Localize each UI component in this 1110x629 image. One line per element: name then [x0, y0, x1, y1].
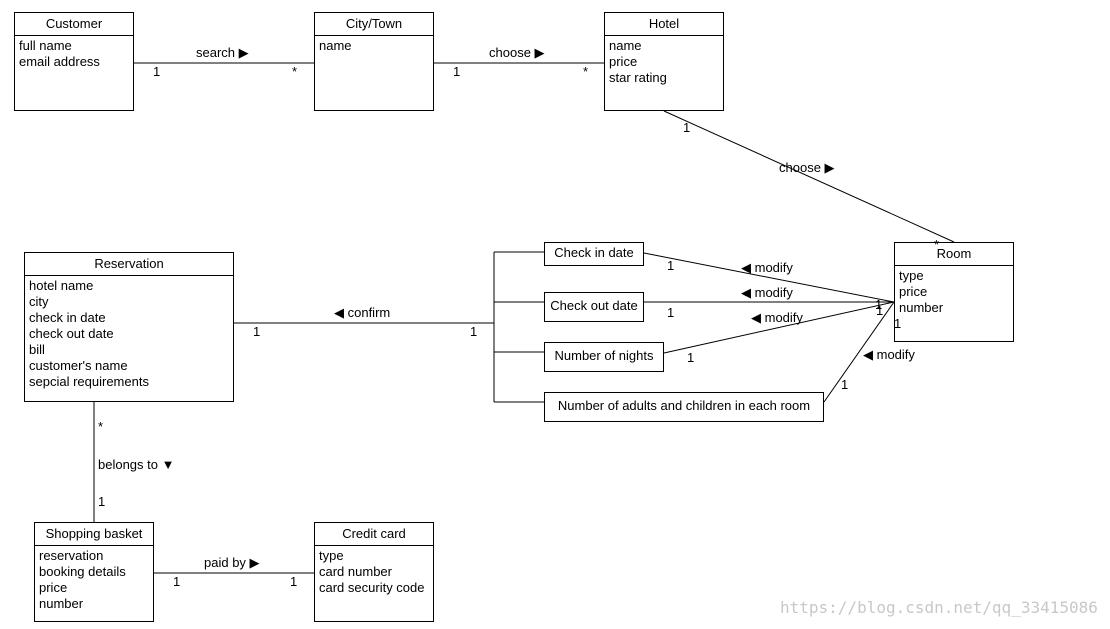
label-modify-check-in: ◀ modify — [741, 260, 793, 275]
attribute: price — [899, 284, 928, 299]
class-attributes: hotel name city check in date check out … — [25, 276, 233, 392]
multiplicity-room-3: 1 — [894, 316, 902, 331]
multiplicity-nights: 1 — [687, 350, 695, 365]
attribute: price — [609, 54, 638, 69]
multiplicity-hotel-room: 1 — [683, 120, 691, 135]
attribute: type — [319, 548, 344, 563]
multiplicity-room-hotel: * — [934, 237, 940, 252]
attribute: number — [39, 596, 84, 611]
attribute: bill — [29, 342, 45, 357]
class-shopping-basket[interactable]: Shopping basket reservation booking deta… — [34, 522, 154, 622]
attribute: hotel name — [29, 278, 94, 293]
box-check-in-date[interactable]: Check in date — [544, 242, 644, 266]
class-title: Shopping basket — [35, 523, 153, 546]
attribute: customer's name — [29, 358, 128, 373]
label-belongs-to: belongs to ▼ — [98, 457, 175, 472]
multiplicity-card: 1 — [290, 574, 298, 589]
multiplicity-customer: 1 — [153, 64, 161, 79]
class-attributes: name price star rating — [605, 36, 723, 88]
attribute: check in date — [29, 310, 106, 325]
label-modify-check-out: ◀ modify — [741, 285, 793, 300]
line-hotel-room — [663, 110, 955, 243]
multiplicity-room-2: 1 — [876, 303, 884, 318]
class-attributes: type card number card security code — [315, 546, 433, 598]
attribute: email address — [19, 54, 100, 69]
attribute: name — [319, 38, 352, 53]
line-adults-room — [823, 301, 895, 403]
class-room[interactable]: Room type price number — [894, 242, 1014, 342]
multiplicity-city-choose: 1 — [453, 64, 461, 79]
multiplicity-hotel: * — [583, 64, 589, 79]
line-checkin-room — [643, 252, 895, 303]
attribute: name — [609, 38, 642, 53]
attribute: reservation — [39, 548, 104, 563]
class-customer[interactable]: Customer full name email address — [14, 12, 134, 111]
multiplicity-check-out: 1 — [667, 305, 675, 320]
box-number-of-nights[interactable]: Number of nights — [544, 342, 664, 372]
attribute: check out date — [29, 326, 114, 341]
multiplicity-check-in: 1 — [667, 258, 675, 273]
label-modify-adults: ◀ modify — [863, 347, 915, 362]
attribute: price — [39, 580, 68, 595]
attribute: number — [899, 300, 944, 315]
attribute: city — [29, 294, 49, 309]
attribute: full name — [19, 38, 72, 53]
class-attributes: name — [315, 36, 433, 56]
attribute: booking details — [39, 564, 126, 579]
class-attributes: reservation booking details price number — [35, 546, 153, 614]
box-number-of-adults-children[interactable]: Number of adults and children in each ro… — [544, 392, 824, 422]
attribute: card security code — [319, 580, 425, 595]
attribute: star rating — [609, 70, 667, 85]
label-search: search ▶ — [196, 45, 249, 60]
class-title: Room — [895, 243, 1013, 266]
class-title: Customer — [15, 13, 133, 36]
multiplicity-city-search: * — [292, 64, 298, 79]
class-attributes: type price number — [895, 266, 1013, 318]
class-title: Credit card — [315, 523, 433, 546]
multiplicity-basket-reservation: 1 — [98, 494, 106, 509]
line-nights-room — [663, 301, 895, 354]
multiplicity-adults: 1 — [841, 377, 849, 392]
multiplicity-reservation-basket: * — [98, 419, 104, 434]
multiplicity-basket-card: 1 — [173, 574, 181, 589]
class-reservation[interactable]: Reservation hotel name city check in dat… — [24, 252, 234, 402]
label-choose-city-hotel: choose ▶ — [489, 45, 545, 60]
label-paid-by: paid by ▶ — [204, 555, 260, 570]
label-confirm: ◀ confirm — [334, 305, 391, 320]
multiplicity-room-1: 1 — [875, 297, 883, 312]
class-title: City/Town — [315, 13, 433, 36]
class-city[interactable]: City/Town name — [314, 12, 434, 111]
class-attributes: full name email address — [15, 36, 133, 72]
watermark: https://blog.csdn.net/qq_33415086 — [780, 598, 1098, 617]
class-title: Hotel — [605, 13, 723, 36]
box-check-out-date[interactable]: Check out date — [544, 292, 644, 322]
attribute: card number — [319, 564, 392, 579]
multiplicity-components-confirm: 1 — [470, 324, 478, 339]
class-title: Reservation — [25, 253, 233, 276]
label-modify-nights: ◀ modify — [751, 310, 803, 325]
attribute: type — [899, 268, 924, 283]
class-hotel[interactable]: Hotel name price star rating — [604, 12, 724, 111]
label-choose-hotel-room: choose ▶ — [779, 160, 835, 175]
attribute: sepcial requirements — [29, 374, 149, 389]
multiplicity-reservation-confirm: 1 — [253, 324, 261, 339]
class-credit-card[interactable]: Credit card type card number card securi… — [314, 522, 434, 622]
